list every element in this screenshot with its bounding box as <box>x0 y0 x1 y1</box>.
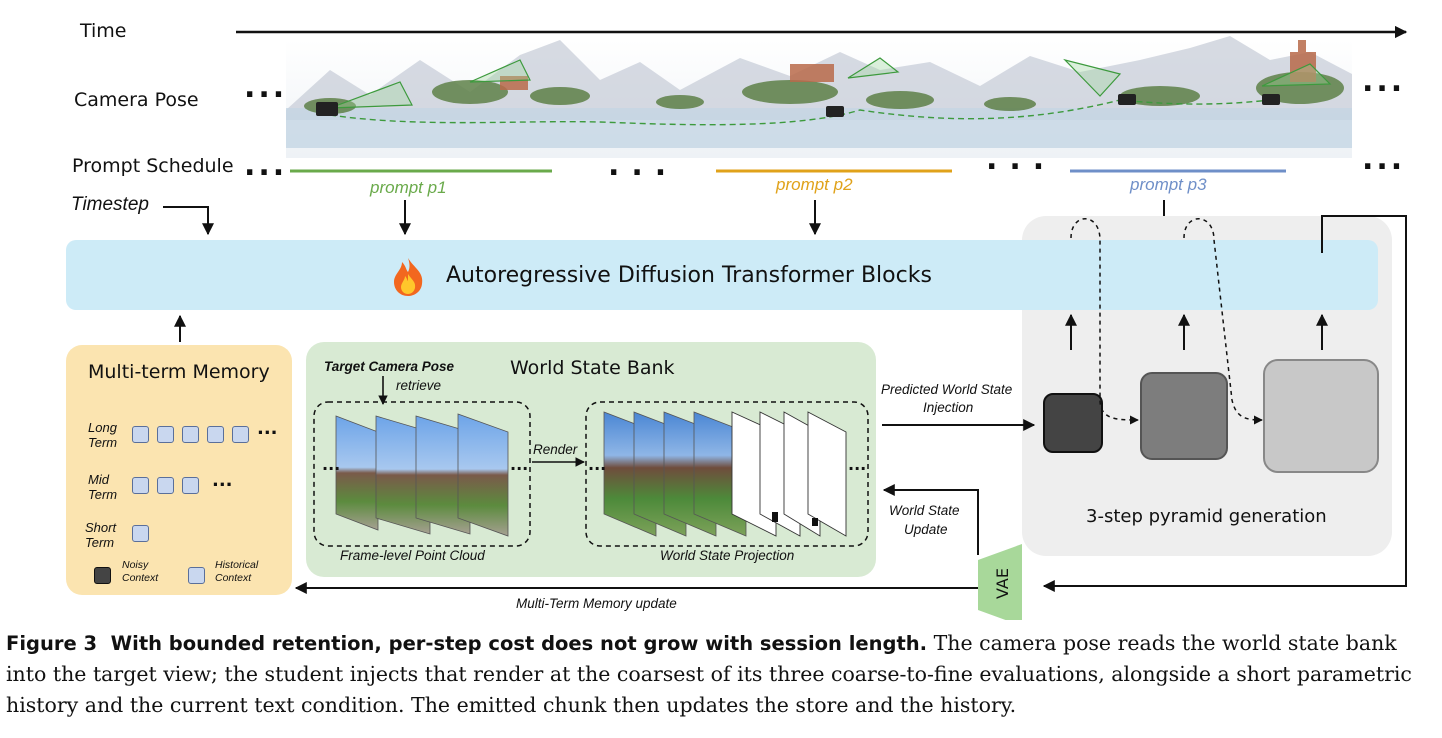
ellipsis: ... <box>244 70 288 105</box>
ellipsis: ... <box>244 148 288 183</box>
short-term-label: Short Term <box>85 520 117 550</box>
historical-context-square <box>132 525 149 542</box>
vae-label-text: VAE <box>993 568 1012 599</box>
transformer-bar <box>66 240 1378 310</box>
prompt-p1-label: prompt p1 <box>370 178 447 197</box>
ellipsis: ... <box>322 455 341 474</box>
camera-pose-label: Camera Pose <box>74 89 199 111</box>
diagram-canvas <box>66 25 1408 620</box>
transformer-label: Autoregressive Diffusion Transformer Blo… <box>446 263 932 288</box>
prompt-p2-label: prompt p2 <box>776 175 853 194</box>
projection-label: World State Projection <box>660 548 795 563</box>
historical-context-legend-label: Historical Context <box>215 559 259 584</box>
historical-context-square <box>207 426 224 443</box>
memory-panel <box>66 345 292 595</box>
noisy-context-legend-swatch <box>94 567 111 584</box>
render-label: Render <box>533 442 578 457</box>
predicted-injection-label-line1: Predicted World State <box>881 382 1013 397</box>
vae-block <box>978 544 1022 620</box>
pyramid-step-1 <box>1043 393 1103 453</box>
vae-label: VAE <box>985 544 1012 599</box>
historical-context-square <box>132 477 149 494</box>
ellipsis: ... <box>848 455 867 474</box>
ellipsis: ... <box>986 142 1057 177</box>
timestep-label: Timestep <box>71 194 149 215</box>
pyramid-label: 3-step pyramid generation <box>1086 506 1327 527</box>
projection-frames <box>603 411 847 537</box>
ellipsis: ... <box>608 148 679 183</box>
long-term-label: Long Term <box>88 420 118 450</box>
camera-icon <box>316 94 1280 117</box>
prompt-schedule-label: Prompt Schedule <box>72 155 234 177</box>
pyramid-step-3 <box>1263 359 1379 473</box>
memory-update-label: Multi-Term Memory update <box>516 596 677 611</box>
historical-context-square <box>182 426 199 443</box>
mid-term-label: Mid Term <box>88 472 118 502</box>
camera-pose-panorama <box>286 36 1352 158</box>
historical-context-legend-swatch <box>188 567 205 584</box>
ellipsis: ... <box>1362 142 1406 177</box>
memory-title: Multi-term Memory <box>88 361 270 383</box>
caption-text: The camera pose reads the world state ba… <box>6 631 1412 717</box>
point-cloud-label: Frame-level Point Cloud <box>340 548 485 563</box>
time-label: Time <box>80 20 127 42</box>
caption-figure-label: Figure 3 <box>6 632 98 655</box>
retrieve-label: retrieve <box>396 378 442 393</box>
ellipsis: ... <box>1362 64 1406 99</box>
target-camera-pose-label: Target Camera Pose <box>324 359 455 374</box>
point-cloud-frames <box>335 413 509 537</box>
ellipsis: ... <box>588 455 607 474</box>
prompt-p3-label: prompt p3 <box>1130 175 1207 194</box>
figure-caption: Figure 3 With bounded retention, per-ste… <box>6 628 1436 721</box>
ellipsis: ... <box>212 470 233 491</box>
historical-context-square <box>157 426 174 443</box>
historical-context-square <box>132 426 149 443</box>
noisy-context-legend-label: Noisy Context <box>122 559 159 584</box>
world-state-update-label-line1: World State <box>889 503 960 518</box>
historical-context-square <box>157 477 174 494</box>
fire-icon <box>394 258 423 296</box>
ellipsis: ... <box>510 455 529 474</box>
world-state-update-label-line2: Update <box>904 522 948 537</box>
pyramid-step-2 <box>1140 372 1228 460</box>
predicted-injection-label-line2: Injection <box>923 400 974 415</box>
historical-context-square <box>182 477 199 494</box>
world-state-bank-title: World State Bank <box>510 357 675 379</box>
ellipsis: ... <box>257 418 278 439</box>
historical-context-square <box>232 426 249 443</box>
caption-bold: With bounded retention, per-step cost do… <box>110 632 928 655</box>
